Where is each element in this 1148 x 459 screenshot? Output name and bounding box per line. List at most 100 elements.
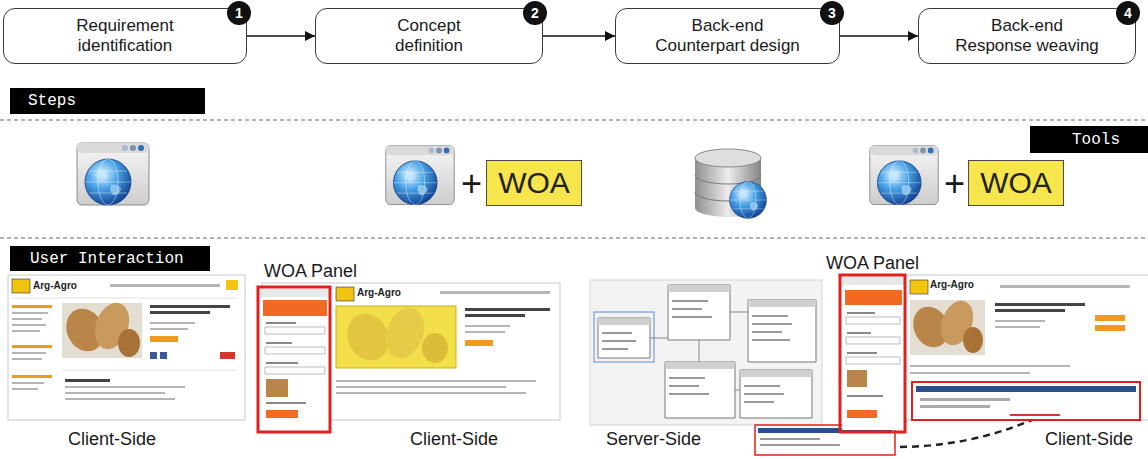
text-placeholder bbox=[910, 285, 1130, 374]
schema-screenshot bbox=[590, 280, 822, 425]
site-logo-text: Arg-Agro bbox=[357, 288, 401, 298]
woa-panel bbox=[260, 289, 330, 430]
input-field bbox=[265, 327, 325, 374]
site-logo bbox=[910, 280, 928, 294]
text-placeholder bbox=[847, 312, 883, 397]
woa-panel bbox=[842, 277, 905, 430]
section-separator bbox=[0, 120, 1148, 238]
plus-sign: + bbox=[461, 166, 482, 202]
page-frame bbox=[590, 280, 822, 425]
page-frame bbox=[8, 275, 245, 420]
side-caption: Client-Side bbox=[68, 430, 156, 448]
callout-number: 4 bbox=[1124, 6, 1132, 20]
menu-heading bbox=[12, 305, 178, 378]
browser-icon bbox=[870, 146, 938, 205]
text-placeholder bbox=[920, 398, 1010, 408]
step-box: Requirement identification 1 bbox=[3, 8, 247, 64]
step-label: Concept definition bbox=[379, 16, 479, 55]
panel-toolbar bbox=[260, 289, 330, 297]
tool-name: WOA bbox=[980, 168, 1052, 198]
side-caption: Server-Side bbox=[606, 430, 701, 448]
table-header bbox=[598, 285, 816, 377]
step-box: Concept definition 2 bbox=[315, 8, 543, 64]
section-tag: Steps bbox=[10, 88, 205, 114]
website-screenshot bbox=[258, 283, 560, 432]
thumbnail bbox=[266, 379, 288, 397]
response-header bbox=[916, 386, 1136, 392]
side-caption: Client-Side bbox=[1045, 430, 1133, 448]
squash bbox=[422, 333, 448, 363]
website-screenshot bbox=[8, 275, 245, 420]
text-placeholder bbox=[760, 438, 840, 446]
step-label: Requirement identification bbox=[50, 16, 200, 55]
input-field bbox=[846, 317, 900, 364]
title-placeholder bbox=[465, 308, 550, 317]
panel-button bbox=[847, 410, 877, 418]
page-divider bbox=[12, 298, 237, 370]
database-top bbox=[695, 149, 761, 167]
browser-icon bbox=[386, 146, 454, 205]
section-tag-text: Steps bbox=[28, 93, 76, 109]
panel-header bbox=[845, 290, 902, 305]
badge bbox=[220, 352, 235, 359]
browser-icon bbox=[77, 143, 149, 205]
step-box: Back-end Counterpart design 3 bbox=[615, 8, 840, 64]
database-icon bbox=[695, 149, 766, 218]
highlight-frame bbox=[840, 275, 905, 432]
text-placeholder bbox=[12, 284, 220, 400]
section-tag: User Interaction bbox=[10, 246, 210, 271]
title-placeholder bbox=[995, 303, 1085, 312]
site-logo-text: Arg-Agro bbox=[33, 281, 77, 291]
site-logo bbox=[336, 287, 354, 301]
cart-button bbox=[1095, 315, 1125, 331]
thumbnail bbox=[847, 370, 867, 387]
selection-frame bbox=[594, 312, 654, 362]
squash bbox=[118, 329, 140, 357]
highlight-frame bbox=[258, 287, 330, 432]
squash bbox=[963, 327, 983, 353]
section-tag: Tools bbox=[1030, 126, 1148, 153]
table-row bbox=[602, 300, 792, 403]
callout-circle: 2 bbox=[523, 1, 547, 25]
title-placeholder bbox=[65, 305, 230, 382]
website-screenshot bbox=[840, 275, 1148, 432]
step-label: Back-end Counterpart design bbox=[653, 16, 803, 55]
plus-sign: + bbox=[944, 166, 965, 202]
site-logo bbox=[12, 279, 30, 293]
squash bbox=[379, 302, 431, 363]
panel-button bbox=[266, 410, 298, 418]
woven-response bbox=[912, 382, 1140, 420]
panel-header bbox=[263, 300, 327, 316]
callout-circle: 4 bbox=[1116, 1, 1140, 25]
social-button bbox=[150, 352, 167, 359]
callout-number: 1 bbox=[235, 6, 243, 20]
callout-circle: 3 bbox=[820, 1, 844, 25]
side-caption: Client-Side bbox=[410, 430, 498, 448]
step-label: Back-end Response weaving bbox=[952, 16, 1102, 55]
section-tag-text: Tools bbox=[1072, 132, 1120, 148]
flow-arrow bbox=[247, 35, 315, 37]
callout-circle: 1 bbox=[227, 1, 251, 25]
text-placeholder bbox=[1010, 414, 1060, 416]
step-box: Back-end Response weaving 4 bbox=[918, 8, 1136, 64]
schema-table bbox=[598, 285, 816, 418]
section-tag-text: User Interaction bbox=[30, 251, 184, 267]
text-placeholder bbox=[336, 291, 550, 394]
cart-button bbox=[465, 340, 493, 346]
panel-label: WOA Panel bbox=[264, 262, 357, 280]
flow-arrow bbox=[543, 35, 615, 37]
callout-number: 3 bbox=[828, 6, 836, 20]
tool-badge: WOA bbox=[486, 160, 582, 206]
tool-name: WOA bbox=[498, 168, 570, 198]
panel-label: WOA Panel bbox=[826, 254, 919, 272]
callout-number: 2 bbox=[531, 6, 539, 20]
globe-icon bbox=[730, 182, 767, 219]
tool-badge: WOA bbox=[968, 160, 1064, 206]
site-logo-text: Arg-Agro bbox=[930, 280, 974, 290]
flow-arrow bbox=[840, 35, 918, 37]
panel-toolbar bbox=[842, 277, 905, 285]
cart-icon bbox=[226, 280, 238, 290]
